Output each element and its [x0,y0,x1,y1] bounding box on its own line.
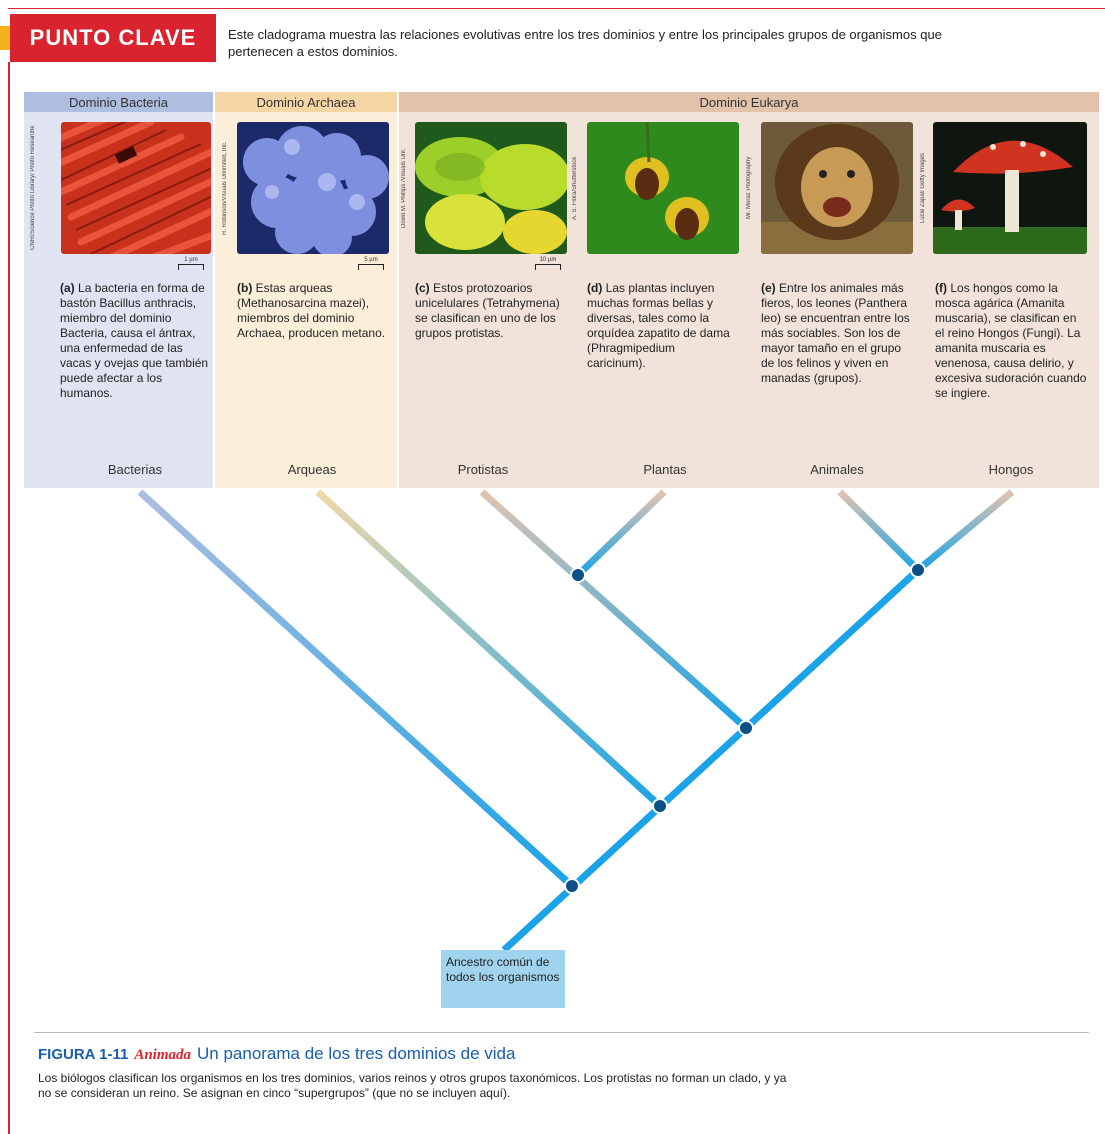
photo-lion [761,122,913,254]
photo-credit-d: A. S. Flora/Shutterstock [572,156,578,220]
description-b: (b) Estas arqueas (Methanosarcina mazei)… [237,281,386,340]
description-c: (c) Estos protozoarios unicelulares (Tet… [415,281,560,340]
figure-caption: Los biólogos clasifican los organismos e… [38,1071,787,1100]
group-label-hongos: Hongos [988,462,1034,477]
group-label-protistas: Protistas [457,462,509,477]
photo-tetrahymena [415,122,567,254]
domain-header-eukarya: Dominio Eukarya [399,92,1099,112]
photo-amanita [933,122,1087,254]
figure-title-text: Un panorama de los tres dominios de vida [197,1044,516,1063]
description-d: (d) Las plantas incluyen muchas formas b… [587,281,730,370]
top-rule [8,8,1105,9]
photo-credit-f: Lucie Zapal/ Getty Images [920,152,926,224]
group-label-animales: Animales [810,462,864,477]
left-rule [8,62,10,1134]
node-plants-animals [570,567,586,583]
branch-animales [837,489,921,573]
animated-label: Animada [134,1047,191,1063]
branch-bacterias [137,489,575,889]
scale-bar-b: 5 µm [358,257,384,270]
photo-orchid [587,122,739,254]
branch-hongos [915,489,1015,573]
description-e: (e) Entre los animales más fieros, los l… [761,281,910,385]
description-a: (a) La bacteria en forma de bastón Bacil… [60,281,209,400]
photo-methanosarcina [237,122,389,254]
branch-trunk [501,567,921,953]
common-ancestor-box: Ancestro común de todos los organismos [441,950,565,1008]
branch-arqueas [315,489,663,809]
domain-header-bacteria: Dominio Bacteria [24,92,213,112]
domain-header-archaea: Dominio Archaea [215,92,397,112]
node-animals-fungi [910,562,926,578]
figure-number: FIGURA 1-11 [38,1046,129,1063]
node-root [564,878,580,894]
group-label-bacterias: Bacterias [107,462,163,477]
figure-title: FIGURA 1-11 Animada Un panorama de los tre… [38,1044,515,1064]
description-f: (f) Los hongos como la mosca agárica (Am… [935,281,1087,400]
photo-bacillus [61,122,211,254]
key-point-text: Este cladograma muestra las relaciones e… [228,27,942,59]
group-label-arqueas: Arqueas [287,462,337,477]
group-label-plantas: Plantas [643,462,687,477]
caption-rule [34,1032,1089,1033]
key-point-label: PUNTO CLAVE [10,14,216,62]
photo-credit-a: CNRI/Science Photo Library/ Photo Resear… [30,126,36,250]
photo-credit-e: Mr. Meraz Photography [746,156,752,220]
scale-bar-c: 10 µm [535,257,561,270]
branch-plantas [575,489,667,578]
branch-protistas [479,489,749,731]
scale-bar-a: 1 µm [178,257,204,270]
photo-credit-b: R. Robinson/Visuals Unlimited, Inc. [222,141,228,235]
node-eukarya [738,720,754,736]
node-archaea-eukarya [652,798,668,814]
photo-credit-c: Dowd M. Phillips /Visuals Unl. [401,148,407,228]
